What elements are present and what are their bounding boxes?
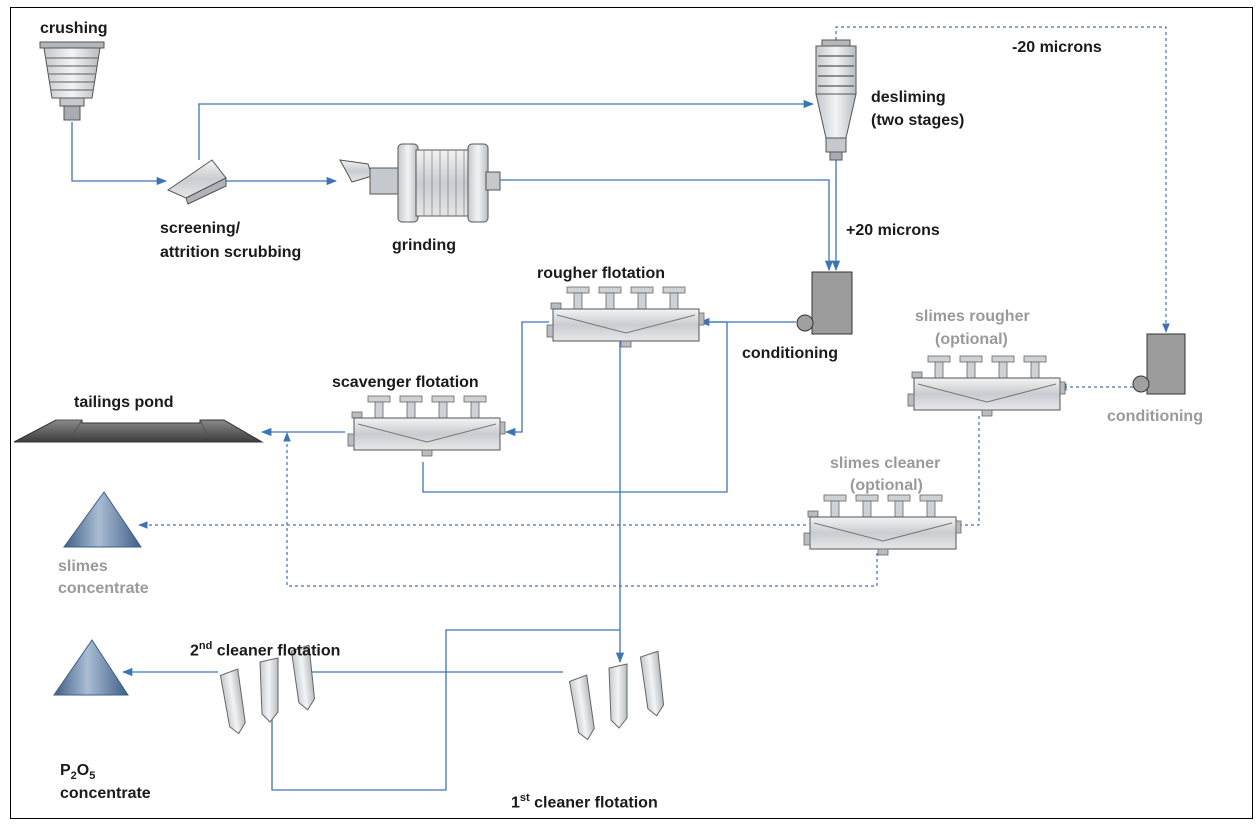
cyclone-icon [815, 39, 857, 161]
flow-screening-to-desliming [198, 99, 815, 160]
flow-slimes-cleaner-tails [283, 432, 878, 587]
label-slimes-cleaner-line2: (optional) [850, 477, 923, 494]
flow-grinding-to-conditioning [499, 179, 834, 272]
rougher-flotation-cells-icon [546, 286, 705, 348]
slimes-concentrate-pile-icon [63, 491, 142, 548]
cleaner2-text: cleaner flotation [212, 642, 341, 660]
screen-icon [166, 159, 227, 205]
label-scavenger-flotation: scavenger flotation [332, 374, 479, 391]
label-slimes-concentrate-line2: concentrate [58, 580, 149, 597]
label-crushing: crushing [40, 20, 108, 37]
label-grinding: grinding [392, 237, 456, 254]
p2o5-o: O [76, 762, 90, 779]
label-p2o5-formula: P2O5 [60, 760, 95, 787]
slimes-cleaner-cells-icon [803, 494, 962, 556]
flow-crushing-to-screening [71, 122, 168, 186]
label-cleaner2-flotation: 2nd cleaner flotation [190, 635, 340, 662]
p2o5-sub1: 2 [70, 770, 77, 783]
cleaner2-ordinal: nd [198, 640, 213, 652]
label-minus20-microns: -20 microns [1012, 39, 1102, 56]
label-slimes-rougher-line1: slimes rougher [915, 308, 1030, 325]
label-p2o5-concentrate: concentrate [60, 785, 151, 802]
cleaner1-columns-icon [568, 650, 666, 742]
cleaner1-ordinal: st [519, 792, 530, 804]
tailings-pond-icon [13, 419, 264, 443]
label-cleaner1-flotation: 1st cleaner flotation [511, 787, 658, 814]
label-screening-line1: screening/ [160, 220, 241, 237]
flow-slimes-rougher-to-cleaner [947, 416, 980, 529]
conditioning-tank-icon [796, 271, 853, 335]
label-desliming-line1: desliming [871, 89, 946, 106]
label-plus20-microns: +20 microns [846, 222, 940, 239]
main-flow-lines [71, 99, 841, 791]
flow-cleaner2-return [271, 629, 620, 791]
label-conditioning: conditioning [742, 345, 838, 362]
crusher-icon [39, 41, 105, 121]
label-rougher-flotation: rougher flotation [537, 265, 665, 282]
scavenger-flotation-cells-icon [347, 395, 506, 457]
slimes-flow-lines [138, 26, 1170, 587]
cleaner1-text: cleaner flotation [529, 794, 658, 812]
flow-minus20-slimes [835, 26, 1170, 333]
slimes-rougher-cells-icon [907, 355, 1066, 417]
label-slimes-concentrate-line1: slimes [58, 558, 108, 575]
diagram-frame [10, 7, 1253, 819]
label-tailings-pond: tailings pond [74, 394, 174, 411]
p2o5-p: P [60, 762, 71, 779]
flow-rougher-to-scavenger [504, 321, 549, 437]
cleaner2-number: 2 [190, 642, 199, 660]
cleaner1-number: 1 [511, 794, 520, 812]
label-screening-line2: attrition scrubbing [160, 244, 302, 261]
flow-scavenger-return [422, 321, 728, 493]
slimes-conditioning-tank-icon [1132, 333, 1186, 395]
label-slimes-rougher-line2: (optional) [935, 331, 1008, 348]
p2o5-concentrate-pile-icon [53, 639, 129, 696]
label-slimes-cleaner-line1: slimes cleaner [830, 455, 941, 472]
grinding-mill-icon [339, 143, 501, 223]
label-desliming-line2: (two stages) [871, 112, 965, 129]
p2o5-sub2: 5 [89, 770, 96, 783]
label-slimes-conditioning: conditioning [1107, 408, 1203, 425]
